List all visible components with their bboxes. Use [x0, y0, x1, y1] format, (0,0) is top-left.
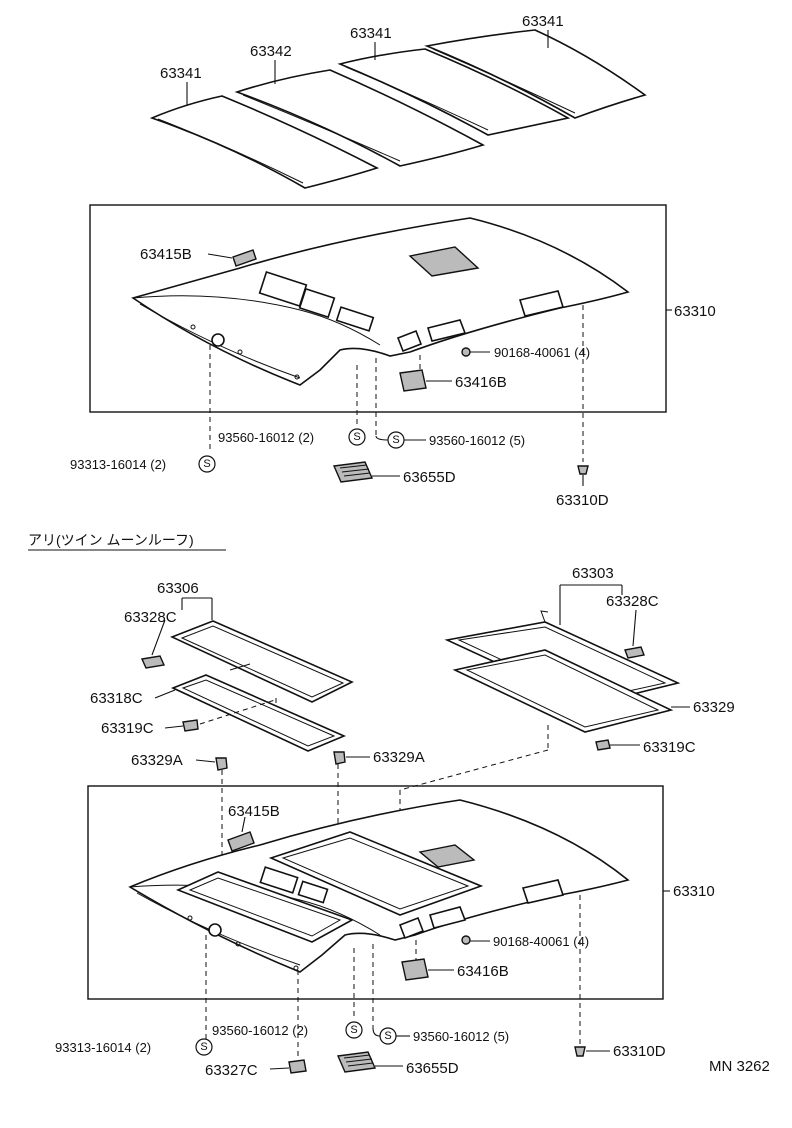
lamp-label-2: 63416B — [457, 963, 509, 980]
panel-label-1: 63341 — [160, 65, 202, 82]
vent-part-2 — [336, 1051, 377, 1073]
panel-label-2: 63342 — [250, 43, 292, 60]
screw-3-label-2: 93560-16012 (5) — [413, 1029, 509, 1044]
section-2-frame — [87, 785, 664, 1000]
section-2-heading-group: アリ(ツイン ムーンルーフ) — [28, 532, 226, 551]
center-opening — [408, 246, 480, 277]
screw-3-symbol: S — [392, 434, 399, 446]
clip-label: 63310D — [556, 492, 609, 509]
lamp-part — [399, 369, 427, 392]
front-bracket-label: 63328C — [124, 609, 177, 626]
section-1-group: 63415B 63310 90168-40061 (4) 63416B S 93… — [70, 204, 716, 509]
holder-part — [288, 1059, 307, 1074]
front-clip-left — [215, 757, 228, 771]
screw-1-label: 90168-40061 (4) — [494, 345, 590, 360]
screw-3-symbol-2: S — [384, 1030, 391, 1042]
rear-small-part — [595, 739, 611, 751]
clip-part — [577, 465, 589, 475]
vent-label-2: 63655D — [406, 1060, 459, 1077]
holder-label: 63327C — [205, 1062, 258, 1079]
vent-part — [332, 461, 374, 483]
rear-small-part-label: 63319C — [643, 739, 696, 756]
front-clip-label: 63329A — [131, 752, 183, 769]
rear-bracket-label: 63328C — [606, 593, 659, 610]
section-1-frame — [89, 204, 667, 413]
roof-panel-4 — [424, 29, 647, 119]
headliner-label: 63310 — [674, 303, 716, 320]
front-weatherstrip-label: 63318C — [90, 690, 143, 707]
front-clip-right-label: 63329A — [373, 749, 425, 766]
front-weatherstrip — [170, 674, 347, 752]
front-glass-label: 63306 — [157, 580, 199, 597]
screw-4-symbol-2: S — [200, 1041, 207, 1053]
rear-glass-label: 63303 — [572, 565, 614, 582]
lamp-part-2 — [401, 958, 429, 981]
trim-cover-part-2 — [227, 831, 255, 852]
screw-2-symbol-2: S — [350, 1024, 357, 1036]
trim-cover-label: 63415B — [140, 246, 192, 263]
screw-1-label-2: 90168-40061 (4) — [493, 934, 589, 949]
headliner-label-2: 63310 — [673, 883, 715, 900]
rear-opening — [268, 831, 484, 916]
trim-cover-label-2: 63415B — [228, 803, 280, 820]
trim-cover-part — [232, 249, 257, 267]
front-small-part — [182, 719, 199, 732]
roof-panel-3 — [337, 48, 571, 136]
front-bracket — [140, 655, 166, 669]
panel-label-4: 63341 — [522, 13, 564, 30]
screw-4-label-2: 93313-16014 (2) — [55, 1040, 151, 1055]
roof-panels-group: 63341 63342 63341 63341 — [149, 13, 647, 189]
headliner-body — [131, 217, 630, 386]
screw-3-label: 93560-16012 (5) — [429, 433, 525, 448]
clip-part-2 — [574, 1046, 586, 1057]
section-2-group: 63306 63328C 63318C 63319C 63329A 63329A… — [55, 565, 735, 1079]
section-2-heading: アリ(ツイン ムーンルーフ) — [28, 532, 194, 548]
screw-2-label-2: 93560-16012 (2) — [212, 1023, 308, 1038]
front-small-part-label: 63319C — [101, 720, 154, 737]
front-glass — [169, 620, 354, 703]
screw-4-symbol: S — [203, 458, 210, 470]
rear-weatherstrip-label: 63329 — [693, 699, 735, 716]
front-clip-right — [333, 751, 346, 765]
clip-label-2: 63310D — [613, 1043, 666, 1060]
diagram-code: MN 3262 — [709, 1058, 770, 1075]
front-opening — [175, 871, 354, 943]
screw-4-label: 93313-16014 (2) — [70, 457, 166, 472]
rear-bracket — [624, 646, 645, 659]
panel-label-3: 63341 — [350, 25, 392, 42]
vent-label: 63655D — [403, 469, 456, 486]
roof-panel-1 — [149, 95, 380, 189]
screw-2-symbol: S — [353, 431, 360, 443]
lamp-label: 63416B — [455, 374, 507, 391]
rear-weatherstrip — [452, 649, 674, 733]
screw-2-label: 93560-16012 (2) — [218, 430, 314, 445]
